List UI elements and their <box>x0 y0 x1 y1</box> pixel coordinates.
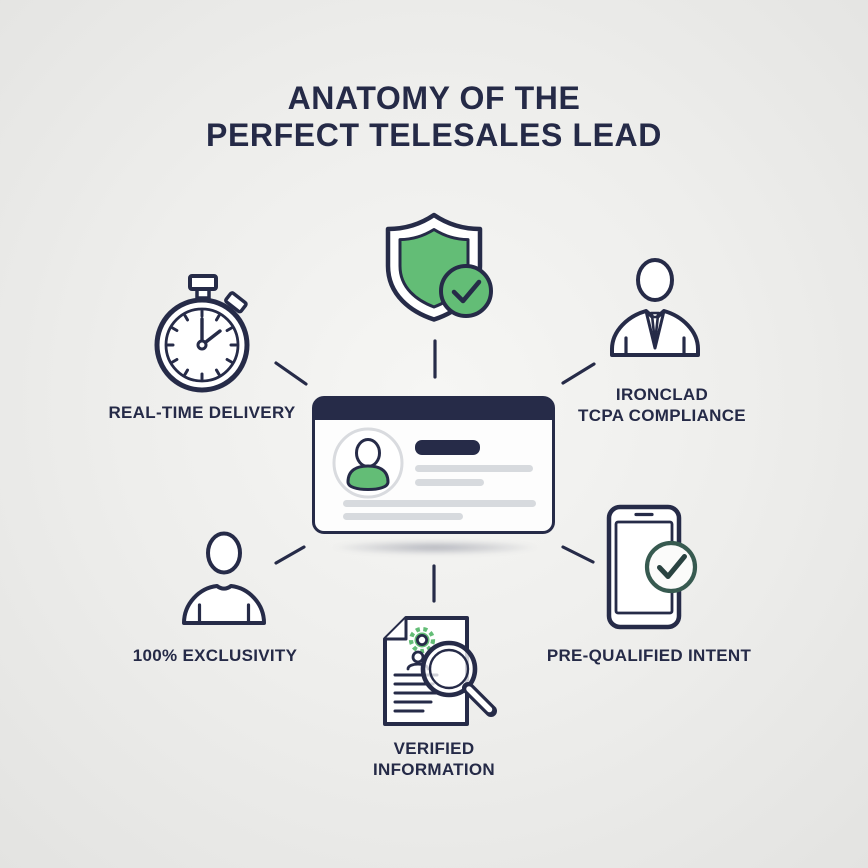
feature-top <box>380 211 495 331</box>
page-title-line2: PERFECT TELESALES LEAD <box>206 117 662 153</box>
card-text-line <box>415 479 484 486</box>
phone-check-icon <box>606 504 698 630</box>
page-title: ANATOMY OF THE PERFECT TELESALES LEAD <box>0 80 868 154</box>
card-shadow <box>330 540 540 555</box>
lead-contact-card <box>312 396 555 534</box>
page-title-line1: ANATOMY OF THE <box>287 80 581 116</box>
feature-bottom-center <box>375 612 510 735</box>
feature-right <box>605 250 705 365</box>
feature-bottom-left <box>172 528 272 633</box>
card-text-line <box>343 513 463 520</box>
businessperson-icon <box>610 258 700 357</box>
card-name-bar <box>415 440 480 455</box>
feature-left <box>152 272 252 402</box>
magnifier-icon <box>420 640 497 717</box>
label-verified-information: VERIFIED INFORMATION <box>373 739 495 779</box>
shield-check-icon <box>385 212 493 322</box>
feature-bottom-right <box>600 500 700 640</box>
check-icon <box>451 279 482 304</box>
gear-icon <box>408 626 436 654</box>
check-icon <box>657 554 687 579</box>
card-header-bar <box>314 398 553 420</box>
label-pre-qualified-intent: PRE-QUALIFIED INTENT <box>546 646 752 665</box>
card-text-line <box>415 465 533 472</box>
stopwatch-icon <box>154 274 250 393</box>
document-magnifier-icon <box>383 616 497 726</box>
label-exclusivity: 100% EXCLUSIVITY <box>132 646 298 665</box>
label-real-time-delivery: REAL-TIME DELIVERY <box>108 403 296 422</box>
person-icon <box>182 531 266 625</box>
card-text-line <box>343 500 536 507</box>
label-tcpa-compliance: IRONCLAD TCPA COMPLIANCE <box>578 385 746 425</box>
avatar-person-icon <box>332 427 404 499</box>
